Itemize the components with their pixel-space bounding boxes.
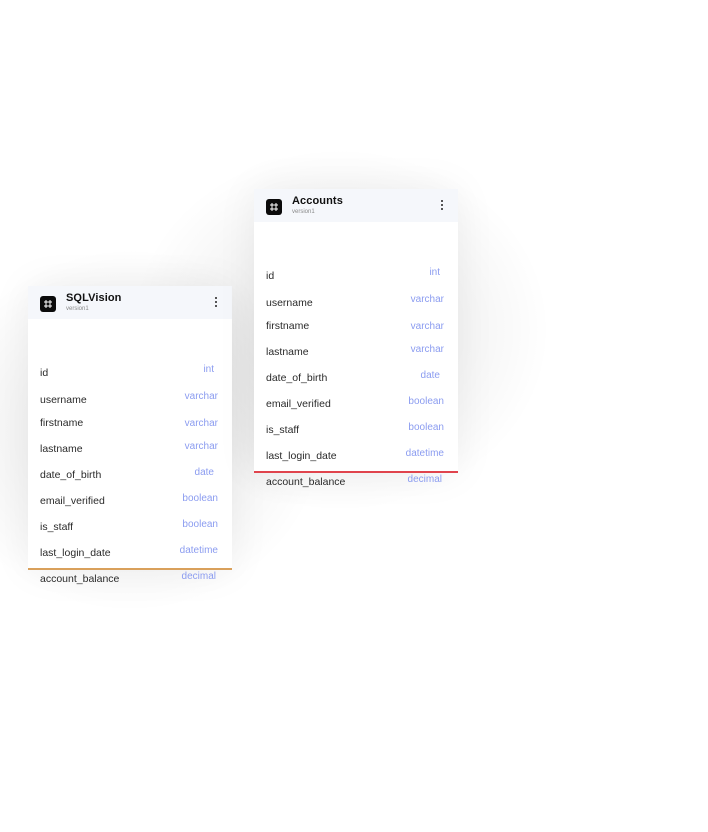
field-type: varchar	[184, 418, 218, 429]
table-header[interactable]: Accounts version1	[254, 189, 458, 222]
field-name: account_balance	[40, 573, 120, 585]
field-type: int	[203, 364, 214, 375]
field-row[interactable]: lastname varchar	[266, 344, 444, 366]
field-list: id int username varchar firstname varcha…	[28, 319, 232, 585]
field-name: is_staff	[266, 424, 300, 436]
field-type: datetime	[179, 545, 218, 556]
field-type: int	[429, 267, 440, 278]
table-accent-line	[254, 471, 458, 473]
table-version: version1	[292, 209, 315, 215]
field-row[interactable]: firstname varchar	[40, 417, 218, 437]
field-row[interactable]: date_of_birth date	[40, 467, 218, 489]
field-type: varchar	[410, 294, 444, 305]
field-type: date	[420, 370, 440, 381]
more-options-icon[interactable]	[210, 295, 222, 309]
field-name: id	[266, 270, 275, 282]
field-name: account_balance	[266, 476, 346, 488]
field-row[interactable]: is_staff boolean	[40, 519, 218, 541]
field-type: boolean	[408, 422, 444, 433]
table-icon	[40, 296, 56, 312]
field-name: is_staff	[40, 521, 74, 533]
field-type: date	[194, 467, 214, 478]
table-accent-line	[28, 568, 232, 570]
field-row[interactable]: firstname varchar	[266, 320, 444, 340]
field-row[interactable]: account_balance decimal	[40, 571, 218, 593]
field-type: boolean	[182, 519, 218, 530]
field-type: varchar	[184, 391, 218, 402]
field-row[interactable]: last_login_date datetime	[266, 448, 444, 470]
table-title: Accounts	[292, 195, 343, 207]
field-type: decimal	[181, 571, 216, 582]
field-row[interactable]: username varchar	[40, 391, 218, 414]
table-icon	[266, 199, 282, 215]
field-name: lastname	[40, 443, 83, 455]
field-name: date_of_birth	[266, 372, 328, 384]
field-name: username	[40, 394, 87, 406]
field-type: datetime	[405, 448, 444, 459]
field-name: firstname	[40, 417, 84, 429]
field-type: boolean	[182, 493, 218, 504]
field-name: email_verified	[266, 398, 331, 410]
table-card-sqlvision[interactable]: SQLVision version1 id int username varch…	[28, 286, 232, 585]
field-type: decimal	[407, 474, 442, 485]
field-type: boolean	[408, 396, 444, 407]
field-row[interactable]: account_balance decimal	[266, 474, 444, 496]
field-name: date_of_birth	[40, 469, 102, 481]
field-name: email_verified	[40, 495, 105, 507]
field-row[interactable]: last_login_date datetime	[40, 545, 218, 567]
field-list: id int username varchar firstname varcha…	[254, 222, 458, 488]
field-row[interactable]: date_of_birth date	[266, 370, 444, 392]
field-row[interactable]: email_verified boolean	[266, 396, 444, 418]
field-row[interactable]: lastname varchar	[40, 441, 218, 463]
table-version: version1	[66, 306, 89, 312]
field-name: id	[40, 367, 49, 379]
field-row[interactable]: is_staff boolean	[266, 422, 444, 444]
field-name: username	[266, 297, 313, 309]
more-options-icon[interactable]	[436, 198, 448, 212]
field-type: varchar	[410, 344, 444, 355]
field-name: lastname	[266, 346, 309, 358]
field-row[interactable]: id int	[40, 364, 218, 387]
field-type: varchar	[184, 441, 218, 452]
table-card-accounts[interactable]: Accounts version1 id int username varcha…	[254, 189, 458, 488]
field-row[interactable]: username varchar	[266, 294, 444, 317]
table-header[interactable]: SQLVision version1	[28, 286, 232, 319]
field-type: varchar	[410, 321, 444, 332]
field-name: firstname	[266, 320, 310, 332]
field-name: last_login_date	[266, 450, 337, 462]
field-row[interactable]: email_verified boolean	[40, 493, 218, 515]
field-name: last_login_date	[40, 547, 111, 559]
table-title: SQLVision	[66, 292, 122, 304]
field-row[interactable]: id int	[266, 267, 444, 290]
